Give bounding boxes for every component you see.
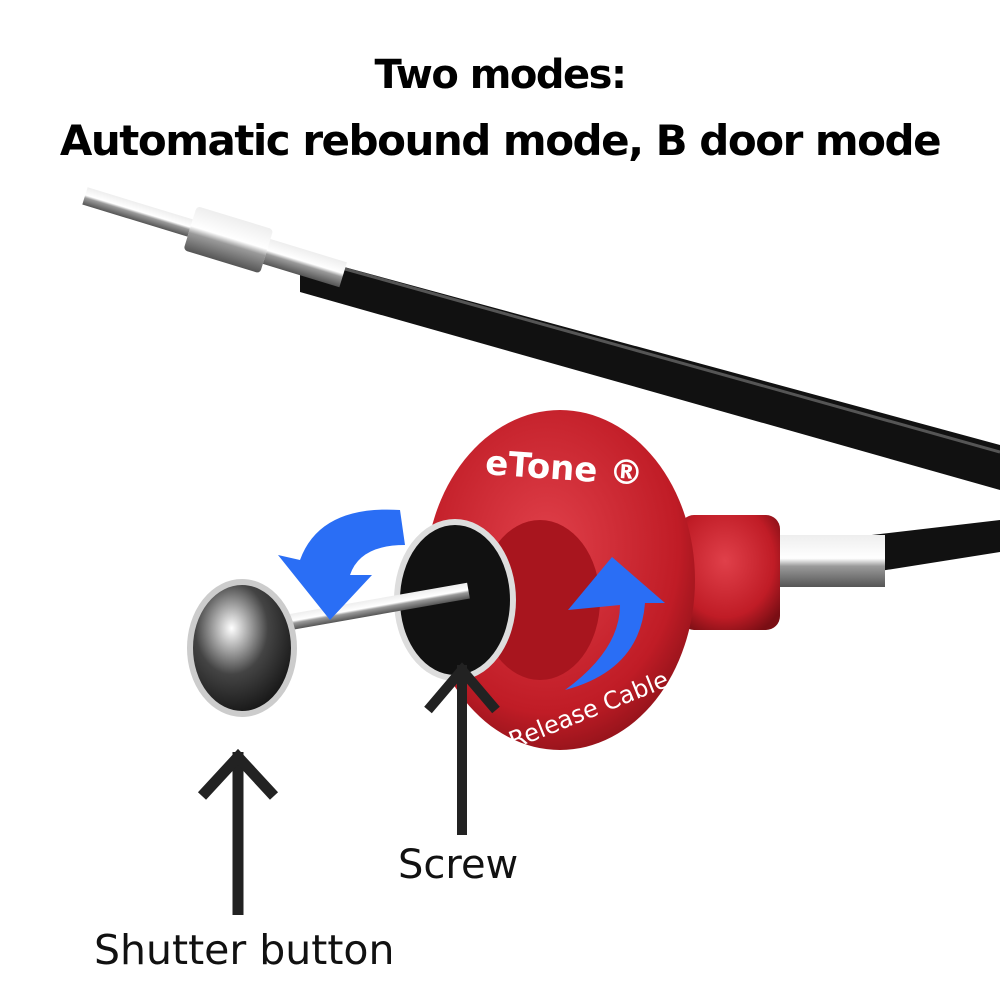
rotate-left-arrow-icon [278, 509, 405, 620]
shutter-arrow-icon [197, 748, 279, 915]
cable-upper [300, 255, 1000, 490]
shutter-button [187, 579, 297, 717]
metal-ferrule [770, 535, 885, 587]
rotate-up-arrow-icon [565, 557, 665, 690]
screw-label: Screw [398, 842, 519, 888]
heading-line-1: Two modes: [374, 52, 627, 98]
screw-arrow-icon [424, 662, 500, 835]
plunger-rod [270, 582, 470, 634]
red-sleeve [680, 515, 780, 630]
heading-line-2: Automatic rebound mode, B door mode [59, 116, 942, 165]
shutter-button-label: Shutter button [94, 926, 395, 974]
threaded-connector [82, 187, 347, 288]
